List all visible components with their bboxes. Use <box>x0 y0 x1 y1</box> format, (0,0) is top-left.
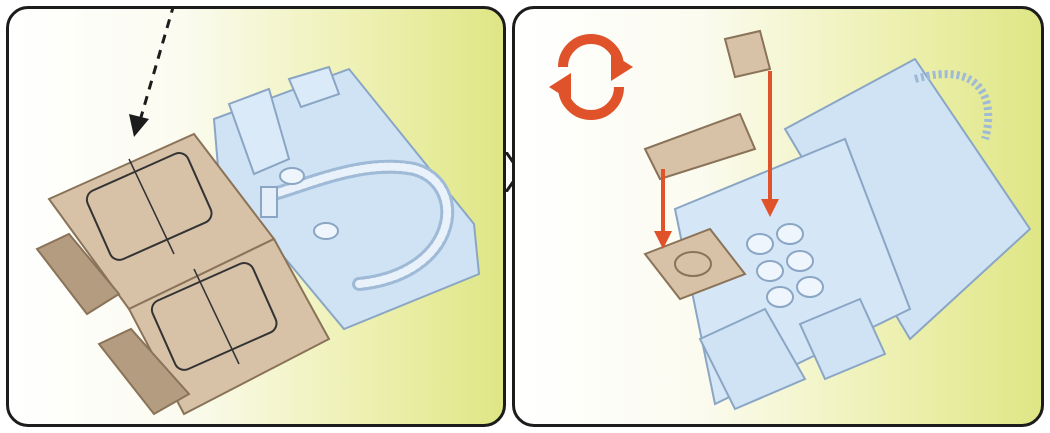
left-panel <box>6 6 506 427</box>
right-panel <box>512 6 1044 427</box>
rotate-arrows-icon <box>549 39 633 115</box>
dashed-down-arrow-icon <box>129 9 174 137</box>
exploded-assembly-illustration <box>515 9 1044 427</box>
tray-assembly-illustration <box>9 9 506 427</box>
